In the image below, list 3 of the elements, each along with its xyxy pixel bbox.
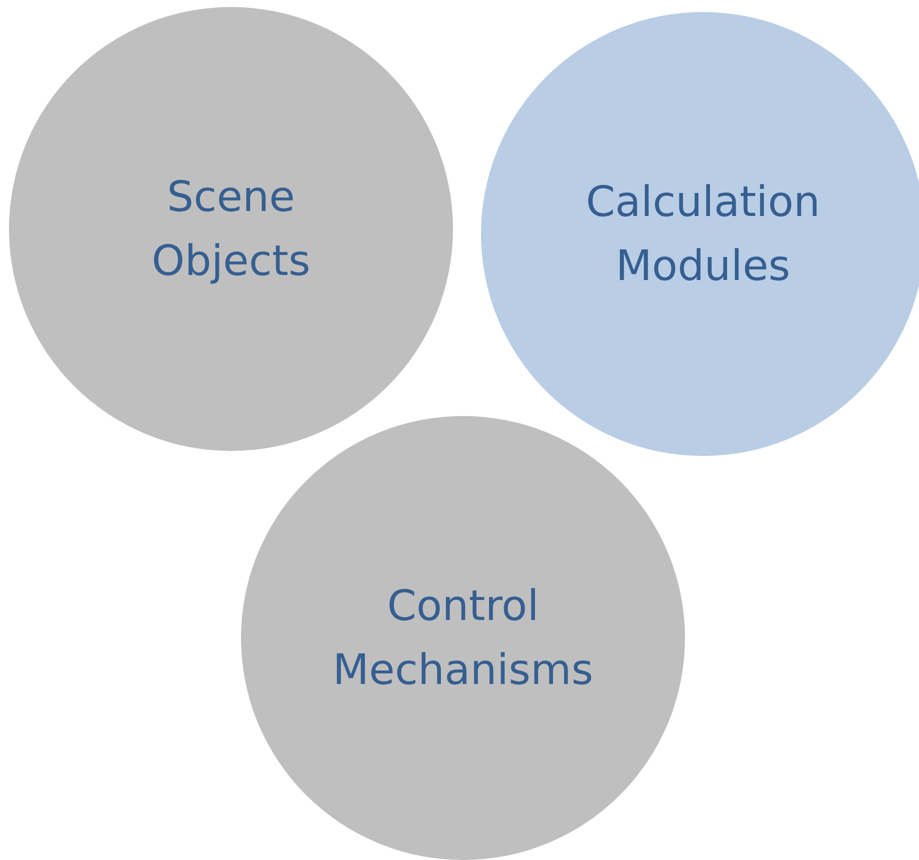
circle-label: Control Mechanisms (332, 580, 594, 696)
circle-label: Calculation Modules (584, 176, 822, 292)
circle-label: Scene Objects (150, 171, 312, 287)
